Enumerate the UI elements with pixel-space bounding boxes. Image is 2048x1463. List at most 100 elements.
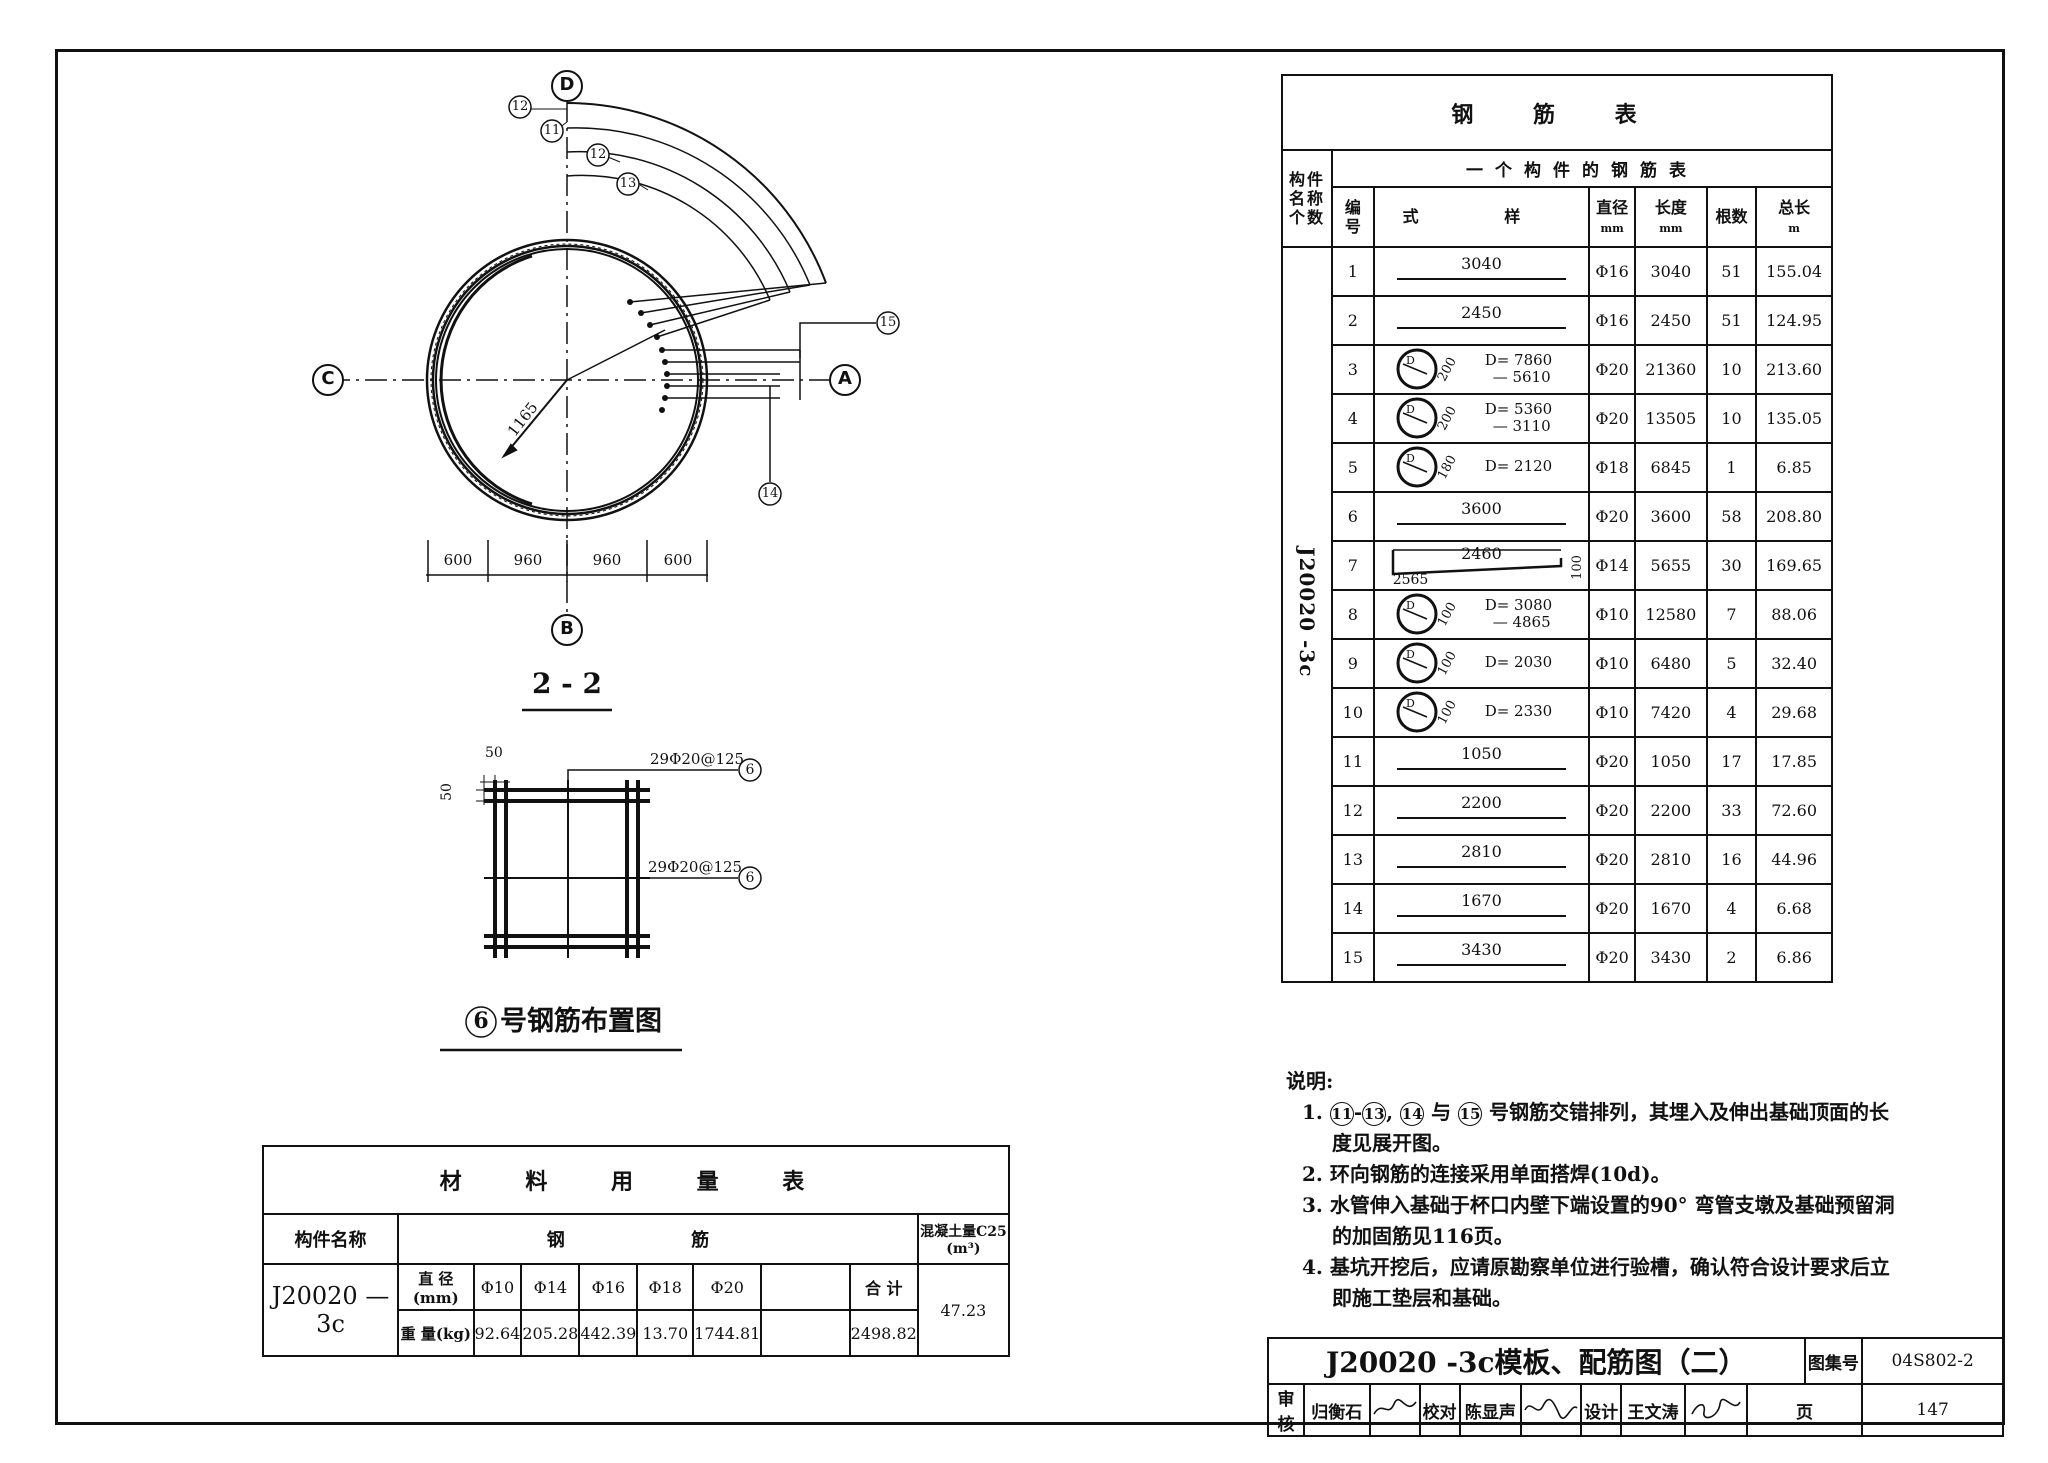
bar-length-label: 2810: [1461, 842, 1502, 861]
row-length: 21360: [1634, 344, 1708, 395]
member-header-text: 构件名称个数: [1289, 169, 1326, 228]
row-length: 3600: [1634, 491, 1708, 542]
ring-d1: D= 2030: [1484, 653, 1553, 671]
callout-11: 11: [543, 123, 561, 138]
member-header: 构件名称个数: [1281, 149, 1333, 248]
row-number: 12: [1331, 785, 1375, 836]
dim-600-left: 600: [443, 551, 473, 569]
ring-d2: — 4865: [1492, 613, 1551, 632]
mt-dia-14: Φ14: [520, 1263, 581, 1311]
bar-length-label: 1670: [1461, 891, 1502, 910]
mt-dia-10: Φ10: [472, 1263, 523, 1311]
row-diameter: Φ20: [1588, 883, 1636, 934]
mt-col-steel: 钢 筋: [397, 1213, 919, 1265]
mt-weight-18: 13.70: [636, 1309, 695, 1357]
rebar-sub-header: 一个构件的钢筋表: [1331, 149, 1833, 188]
callout-13: 13: [619, 176, 637, 191]
row-number: 2: [1331, 295, 1375, 346]
row-count: 10: [1705, 393, 1758, 444]
bar-shape: [1396, 915, 1567, 917]
row-number: 8: [1331, 589, 1375, 640]
row-diameter: Φ20: [1588, 344, 1636, 395]
row-total: 124.95: [1755, 295, 1833, 346]
check-label: 校对: [1418, 1383, 1461, 1437]
ring-icon: D: [1396, 446, 1438, 488]
shape-cell: 3600: [1372, 491, 1591, 542]
mt-total-value: 2498.82: [848, 1309, 919, 1357]
col-total-text: 总长: [1778, 197, 1811, 217]
mt-weight-16: 442.39: [578, 1309, 639, 1357]
mt-weight-14: 205.28: [520, 1309, 581, 1357]
col-len-unit: mm: [1659, 222, 1683, 235]
ring-d1: D= 2120: [1484, 457, 1553, 475]
row-number: 15: [1331, 932, 1375, 983]
layout6-dim-h: 50: [485, 745, 503, 761]
hook-left-label: 2565: [1392, 572, 1429, 588]
col-shape: 式 样: [1372, 186, 1591, 248]
row-number: 10: [1331, 687, 1375, 738]
note-1-prefix: 1.: [1302, 1100, 1323, 1124]
note-1-mark-14: 14: [1400, 1102, 1425, 1126]
row-length: 2200: [1634, 785, 1708, 836]
material-table-title: 材 料 用 量 表: [262, 1145, 1010, 1215]
col-len-text: 长度: [1654, 197, 1687, 217]
bar-length-label: 3600: [1461, 499, 1502, 518]
ring-diameter-label: D= 2330: [1485, 702, 1553, 720]
review-signature: [1368, 1383, 1421, 1437]
svg-text:D: D: [1406, 599, 1415, 612]
row-total: 44.96: [1755, 834, 1833, 885]
bar-shape: [1396, 523, 1567, 525]
ring-diameter-label: D= 5360— 3110: [1485, 400, 1553, 436]
drawing-title: J20020 -3c模板、配筋图（二）: [1267, 1337, 1806, 1385]
row-number: 1: [1331, 246, 1375, 297]
mt-dia-20: Φ20: [692, 1263, 763, 1311]
col-no: 编号: [1331, 186, 1375, 248]
ring-icon: D: [1396, 348, 1438, 390]
callout-15: 15: [879, 315, 897, 330]
row-count: 51: [1705, 295, 1758, 346]
mt-dia-16: Φ16: [578, 1263, 639, 1311]
row-length: 3430: [1634, 932, 1708, 983]
svg-text:D: D: [1406, 697, 1415, 710]
mt-weight-label: 重 量(kg): [397, 1309, 475, 1357]
row-count: 51: [1705, 246, 1758, 297]
mt-weight-20: 1744.81: [692, 1309, 763, 1357]
ring-icon: D: [1396, 691, 1438, 733]
row-length: 2450: [1634, 295, 1708, 346]
col-total-unit: m: [1788, 222, 1800, 235]
mt-dia-label: 直 径(mm): [397, 1263, 475, 1311]
ring-diameter-label: D= 2120: [1484, 457, 1553, 475]
row-total: 17.85: [1755, 736, 1833, 787]
row-number: 6: [1331, 491, 1375, 542]
bar-length-label: 3430: [1461, 940, 1502, 959]
member-name: J20020 -3c: [1295, 547, 1319, 678]
row-total: 6.68: [1755, 883, 1833, 934]
row-diameter: Φ10: [1588, 589, 1636, 640]
row-count: 4: [1705, 687, 1758, 738]
notes-heading: 说明:: [1286, 1069, 1334, 1093]
section-title: 2 - 2: [531, 667, 603, 700]
ring-d2: — 3110: [1492, 417, 1551, 436]
member-name-cell: J20020 -3c: [1281, 246, 1333, 983]
row-number: 5: [1331, 442, 1375, 493]
bar-shape: [1396, 817, 1567, 819]
mt-concrete-value: 47.23: [916, 1263, 1011, 1357]
shape-cell: 2450: [1372, 295, 1591, 346]
shape-cell: 3430: [1372, 932, 1591, 983]
atlas-label: 图集号: [1803, 1337, 1864, 1385]
ring-icon: D: [1396, 642, 1438, 684]
row-length: 12580: [1634, 589, 1708, 640]
row-total: 32.40: [1755, 638, 1833, 689]
bar-length-label: 2450: [1461, 303, 1502, 322]
note-1: 1. 11-13, 14 与 15 号钢筋交错排列，其埋入及伸出基础顶面的长度见…: [1302, 1100, 1890, 1155]
review-label: 审核: [1267, 1383, 1305, 1437]
row-length: 13505: [1634, 393, 1708, 444]
note-1-mark-11: 11: [1329, 1102, 1354, 1126]
